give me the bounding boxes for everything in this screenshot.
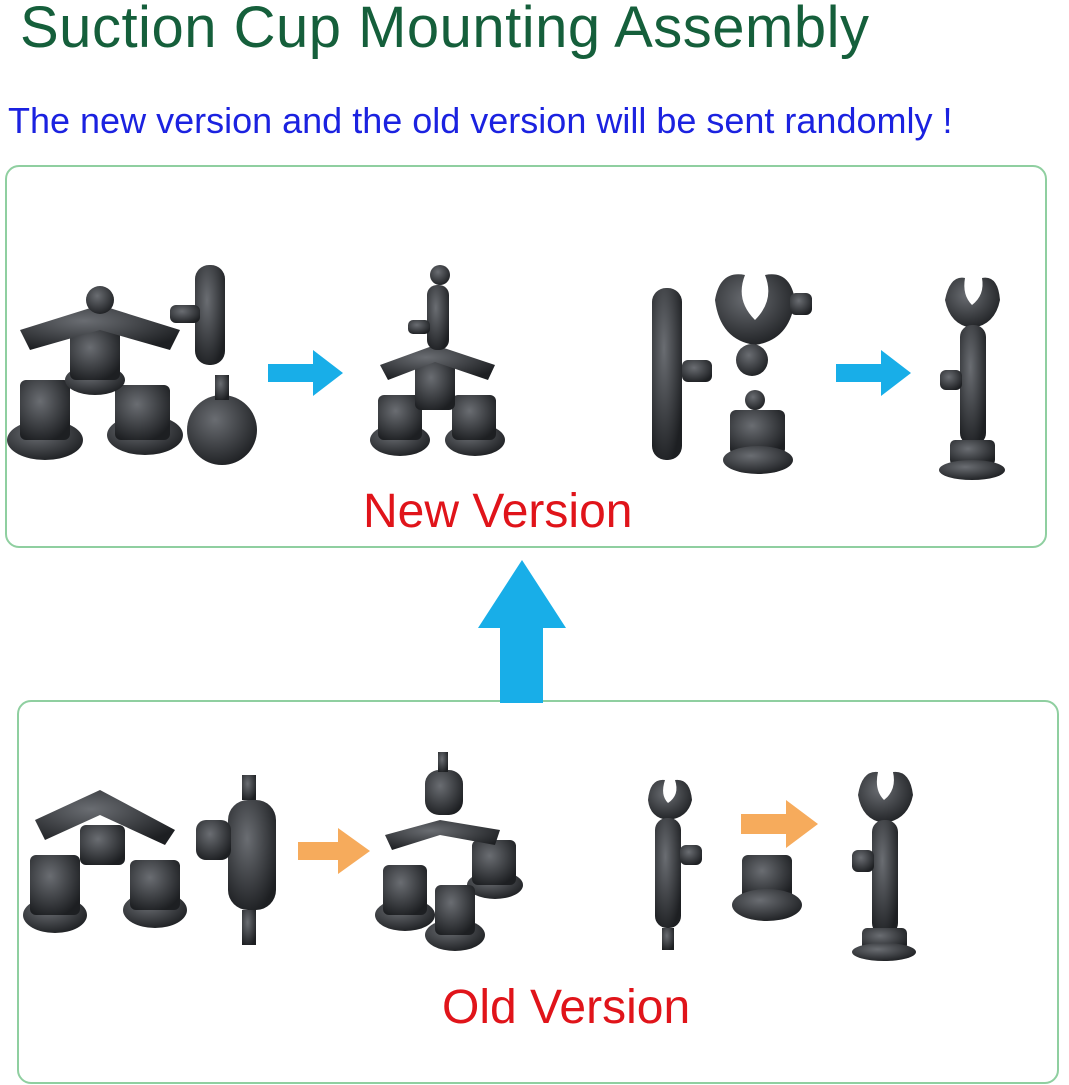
arrow-right-icon — [741, 800, 818, 848]
old-version-label: Old Version — [442, 981, 691, 1034]
page-title: Suction Cup Mounting Assembly — [20, 0, 870, 60]
triple-suction-mount-assembled-new — [370, 265, 505, 456]
new-version-panel — [5, 165, 1047, 548]
triple-suction-mount-parts-new — [7, 265, 257, 465]
arrow-right-icon — [298, 828, 370, 874]
clamp-mount-assembled-new — [939, 277, 1005, 480]
triple-suction-mount-assembled-old — [375, 752, 523, 951]
arrow-right-icon — [268, 350, 343, 396]
triple-suction-mount-parts-old — [23, 775, 276, 945]
clamp-mount-parts-old — [648, 779, 802, 950]
clamp-mount-parts-new — [652, 274, 812, 474]
new-version-label: New Version — [363, 485, 633, 538]
arrow-up-icon — [478, 560, 566, 703]
arrow-right-icon — [836, 350, 911, 396]
subtitle: The new version and the old version will… — [8, 100, 953, 141]
clamp-mount-assembled-old — [852, 771, 916, 961]
